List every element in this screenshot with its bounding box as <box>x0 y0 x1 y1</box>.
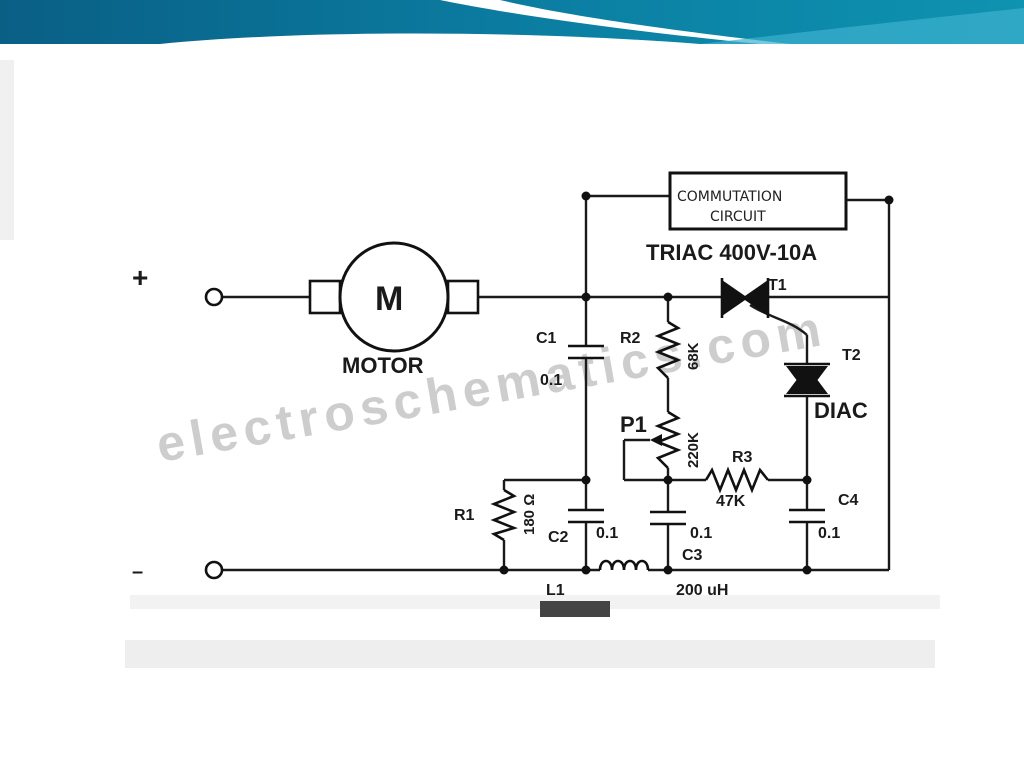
watermark-text: electroschematics.com <box>152 300 830 473</box>
scan-background <box>0 60 940 668</box>
p1-label: P1 <box>620 412 647 437</box>
c4-value: 0.1 <box>818 525 840 542</box>
terminal-plus-label: + <box>132 262 148 293</box>
motor-symbol: M <box>375 280 403 318</box>
c2-value: 0.1 <box>596 525 618 542</box>
inductor-l1 <box>598 559 650 571</box>
terminal-minus <box>204 560 224 580</box>
resistor-r3 <box>704 466 770 494</box>
wires <box>221 194 891 572</box>
capacitor-c3 <box>650 510 686 526</box>
diac-label: DIAC <box>814 398 868 423</box>
junction-dots <box>499 191 894 575</box>
p1-value: 220K <box>685 432 702 468</box>
commutation-circuit-box <box>668 171 848 231</box>
r2-label: R2 <box>620 330 641 347</box>
l1-value: 200 uH <box>676 582 728 599</box>
capacitor-c4 <box>789 508 825 524</box>
motor: M <box>308 241 480 353</box>
t2-label: T2 <box>842 347 861 364</box>
triac-t1 <box>720 278 770 318</box>
capacitor-c2 <box>568 508 604 524</box>
c1-value: 0.1 <box>540 372 562 389</box>
commutation-label-line2: CIRCUIT <box>710 209 766 225</box>
r1-value: 180 Ω <box>521 494 538 535</box>
c3-value: 0.1 <box>690 525 712 542</box>
terminal-minus-label: – <box>132 561 143 583</box>
r2-value: 68K <box>685 342 702 370</box>
l1-label: L1 <box>546 582 565 599</box>
terminal-plus <box>204 287 224 307</box>
capacitor-c1 <box>568 344 604 360</box>
r1-label: R1 <box>454 507 475 524</box>
diac-t2 <box>784 362 830 398</box>
potentiometer-p1 <box>650 410 682 469</box>
c4-label: C4 <box>838 492 859 509</box>
c1-label: C1 <box>536 330 557 347</box>
c2-label: C2 <box>548 529 569 546</box>
resistor-r1 <box>490 488 518 542</box>
r3-value: 47K <box>716 493 746 510</box>
header-band <box>0 0 1024 44</box>
triac-rating-label: TRIAC 400V-10A <box>646 240 817 265</box>
motor-label: MOTOR <box>342 353 424 378</box>
resistor-r2 <box>654 320 682 379</box>
commutation-label-line1: COMMUTATION <box>677 189 782 205</box>
t1-label: T1 <box>768 277 787 294</box>
r3-label: R3 <box>732 449 753 466</box>
c3-label: C3 <box>682 547 703 564</box>
